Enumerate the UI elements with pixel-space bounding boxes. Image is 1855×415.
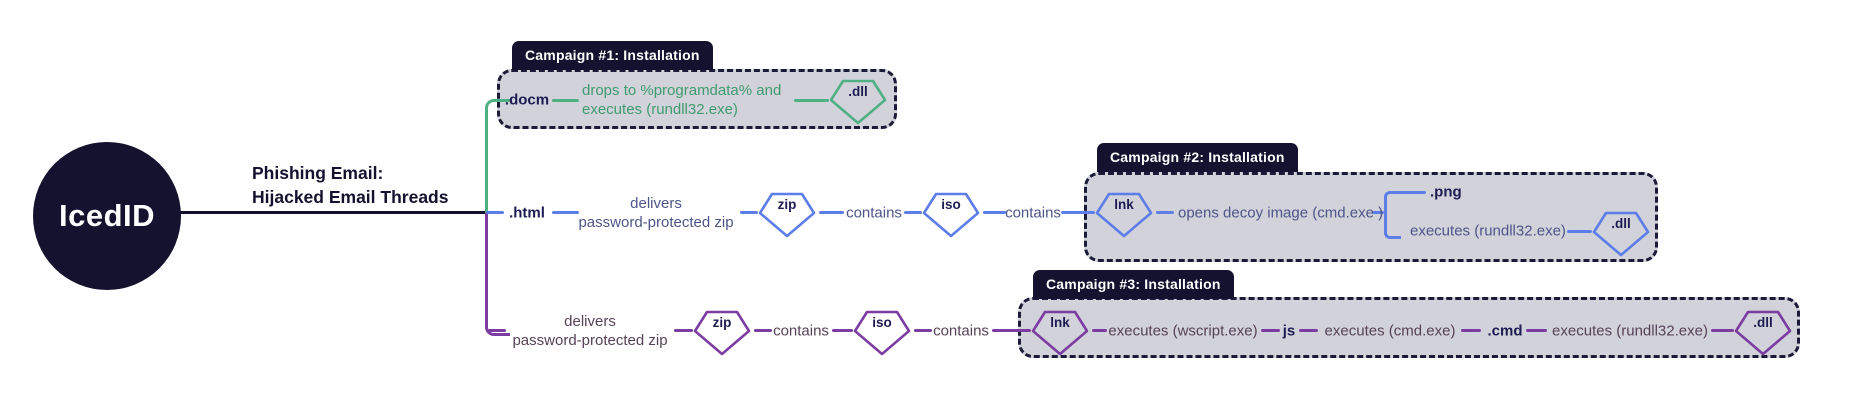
connector-line <box>1261 329 1280 332</box>
connector-line <box>1156 211 1174 214</box>
branch-line-purple <box>485 213 510 336</box>
split-bracket <box>1384 191 1401 239</box>
png-file-label: .png <box>1430 183 1462 201</box>
campaign3-delivers-text: delivers password-protected zip <box>512 313 667 350</box>
campaign2-box <box>1084 172 1658 262</box>
iso-gem-label: iso <box>872 315 892 330</box>
root-node-icedid: IcedID <box>33 142 181 290</box>
connector-line <box>1567 230 1592 233</box>
connector-line <box>552 99 579 102</box>
connector-line <box>983 211 1006 214</box>
connector-line <box>754 329 772 332</box>
campaign1-tab: Campaign #1: Installation <box>512 41 713 70</box>
branch-line-green <box>485 99 510 216</box>
contains-label: contains <box>773 322 829 340</box>
campaign3-delivers-line2: password-protected zip <box>512 331 668 349</box>
connector-line <box>1711 329 1734 332</box>
campaign3-rundll-text: executes (rundll32.exe) <box>1552 322 1708 340</box>
dll-gem-campaign3: .dll <box>1734 310 1792 356</box>
zip-gem-label: zip <box>712 315 732 330</box>
dll-gem-campaign1: .dll <box>829 79 887 125</box>
campaign3-tab: Campaign #3: Installation <box>1033 270 1234 299</box>
zip-gem-campaign3: zip <box>693 310 751 356</box>
campaign1-action-line1: drops to %programdata% and <box>582 82 782 99</box>
campaign2-executes-text: executes (rundll32.exe) <box>1410 222 1566 240</box>
connector-line <box>904 211 922 214</box>
connector-line <box>819 211 844 214</box>
root-node-label: IcedID <box>58 198 156 233</box>
docm-file-label: .docm <box>504 91 550 109</box>
connector-line <box>552 211 579 214</box>
connector-line <box>1461 329 1481 332</box>
dll-gem-label: .dll <box>1753 315 1773 330</box>
connector-line <box>1526 329 1547 332</box>
gem-icon <box>1734 310 1792 356</box>
campaign2-tab: Campaign #2: Installation <box>1097 143 1298 172</box>
connector-line <box>794 99 829 102</box>
connector-line <box>1398 191 1426 194</box>
campaign1-action-text: drops to %programdata% and executes (run… <box>582 82 781 119</box>
connector-line <box>1092 329 1107 332</box>
contains-label: contains <box>1005 204 1061 222</box>
iso-gem-campaign3: iso <box>853 310 911 356</box>
gem-icon <box>829 79 887 125</box>
campaign3-wscript-text: executes (wscript.exe) <box>1108 322 1258 340</box>
connector-line <box>674 329 693 332</box>
dll-gem-label: .dll <box>1611 216 1631 231</box>
gem-icon <box>1095 192 1153 238</box>
connector-line <box>832 329 853 332</box>
campaign2-delivers-line1: delivers <box>630 195 682 212</box>
iso-gem-label: iso <box>941 197 961 212</box>
js-file-label: js <box>1282 322 1296 340</box>
gem-icon <box>853 310 911 356</box>
connector-line <box>488 329 506 332</box>
branch-line-blue <box>486 211 504 214</box>
connector-line <box>914 329 932 332</box>
zip-gem-label: zip <box>777 197 797 212</box>
gem-icon <box>922 192 980 238</box>
campaign2-delivers-line2: password-protected zip <box>578 213 734 231</box>
campaign3-box <box>1018 297 1800 358</box>
html-file-label: .html <box>509 204 545 222</box>
contains-label: contains <box>846 204 902 222</box>
connector-line <box>1061 211 1095 214</box>
campaign2-delivers-text: delivers password-protected zip <box>578 195 733 232</box>
gem-icon <box>693 310 751 356</box>
campaign3-cmd-exec-text: executes (cmd.exe) <box>1324 322 1456 340</box>
gem-icon <box>1592 211 1650 257</box>
phishing-email-label: Phishing Email: Hijacked Email Threads <box>252 161 448 209</box>
connector-line <box>1372 211 1384 214</box>
gem-icon <box>758 192 816 238</box>
campaign2-opens-text: opens decoy image (cmd.exe ) <box>1178 204 1384 222</box>
connector-line <box>992 329 1031 332</box>
phishing-email-line2: Hijacked Email Threads <box>252 187 449 207</box>
connector-line <box>740 211 758 214</box>
lnk-gem-label: lnk <box>1050 315 1070 330</box>
connector-line <box>1299 329 1318 332</box>
trunk-line <box>152 211 486 214</box>
lnk-gem-campaign3: lnk <box>1031 310 1089 356</box>
phishing-email-line1: Phishing Email: <box>252 163 384 183</box>
lnk-gem-label: lnk <box>1114 197 1134 212</box>
contains-label: contains <box>933 322 989 340</box>
dll-gem-label: .dll <box>848 84 868 99</box>
lnk-gem-campaign2: lnk <box>1095 192 1153 238</box>
iso-gem-campaign2: iso <box>922 192 980 238</box>
gem-icon <box>1031 310 1089 356</box>
campaign3-delivers-line1: delivers <box>564 313 616 330</box>
cmd-file-label: .cmd <box>1487 322 1523 340</box>
dll-gem-campaign2: .dll <box>1592 211 1650 257</box>
zip-gem-campaign2: zip <box>758 192 816 238</box>
campaign1-action-line2: executes (rundll32.exe) <box>582 100 738 118</box>
